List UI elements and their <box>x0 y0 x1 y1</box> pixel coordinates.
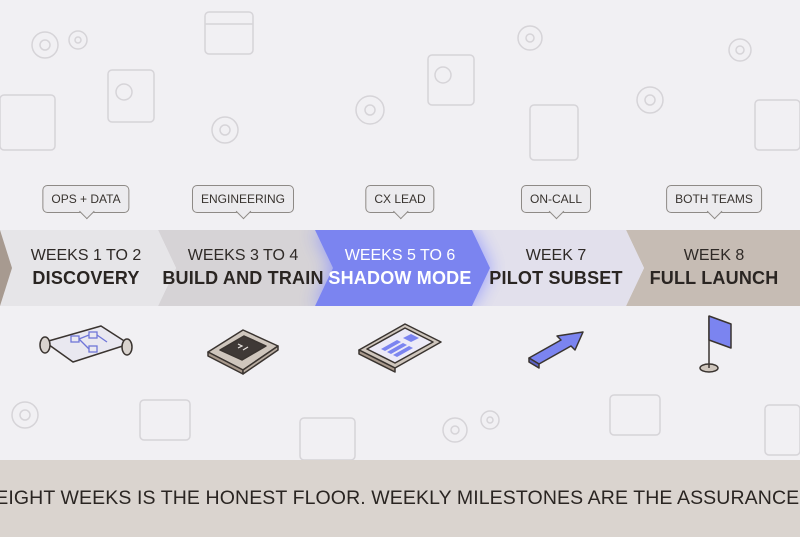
phase-weeks: WEEK 8 <box>683 247 745 264</box>
document-icon <box>0 94 579 161</box>
chart-card-icon <box>107 54 475 123</box>
footer-text: EIGHT WEEKS IS THE HONEST FLOOR. WEEKLY … <box>0 487 800 509</box>
phase-title: BUILD AND TRAIN <box>162 268 324 288</box>
phase-full-launch: WEEK 8 FULL LAUNCH <box>634 230 794 306</box>
phase-shape-pilot <box>472 230 644 306</box>
phase-weeks: WEEKS 3 TO 4 <box>187 247 299 264</box>
owner-label-pilot: ON-CALL <box>520 185 592 220</box>
phase-shape-discovery <box>0 230 176 306</box>
tablet-dashboard-icon <box>358 323 442 373</box>
gear-icon <box>31 30 88 59</box>
phase-start-notch <box>0 230 12 306</box>
phase-discovery: WEEKS 1 TO 2 DISCOVERY <box>6 230 166 306</box>
document-icon <box>299 404 800 461</box>
owner-label-shadow: CX LEAD <box>365 185 435 220</box>
gear-icon <box>11 401 500 443</box>
phase-build-and-train: WEEKS 3 TO 4 BUILD AND TRAIN <box>162 230 324 306</box>
phase-pilot-subset: WEEK 7 PILOT SUBSET <box>476 230 636 306</box>
phase-title: FULL LAUNCH <box>649 268 779 288</box>
calendar-icon <box>139 99 800 441</box>
phase-title: DISCOVERY <box>32 268 140 288</box>
flag-icon <box>699 315 732 373</box>
phase-weeks: WEEKS 1 TO 2 <box>30 247 142 264</box>
phase-weeks: WEEKS 5 TO 6 <box>344 247 456 264</box>
arrow-icon <box>528 331 584 369</box>
owner-label-launch: BOTH TEAMS <box>666 185 762 220</box>
blueprint-icon <box>39 325 133 363</box>
gear-icon <box>517 25 752 62</box>
phase-title: PILOT SUBSET <box>489 268 623 288</box>
phase-shadow-mode: WEEKS 5 TO 6 SHADOW MODE <box>320 230 480 306</box>
phase-shape-launch <box>626 230 800 306</box>
phase-shape-build <box>158 230 333 306</box>
owner-label-discovery: OPS + DATA <box>42 185 130 220</box>
phase-title: SHADOW MODE <box>328 268 472 288</box>
footer-banner: EIGHT WEEKS IS THE HONEST FLOOR. WEEKLY … <box>0 460 800 537</box>
terminal-icon <box>207 329 279 375</box>
gear-icon <box>211 86 664 144</box>
phase-shape-shadow <box>315 230 490 306</box>
timeline-band <box>0 230 800 306</box>
owner-label-build: ENGINEERING <box>191 185 295 220</box>
calendar-icon <box>204 11 254 55</box>
phase-weeks: WEEK 7 <box>525 247 587 264</box>
